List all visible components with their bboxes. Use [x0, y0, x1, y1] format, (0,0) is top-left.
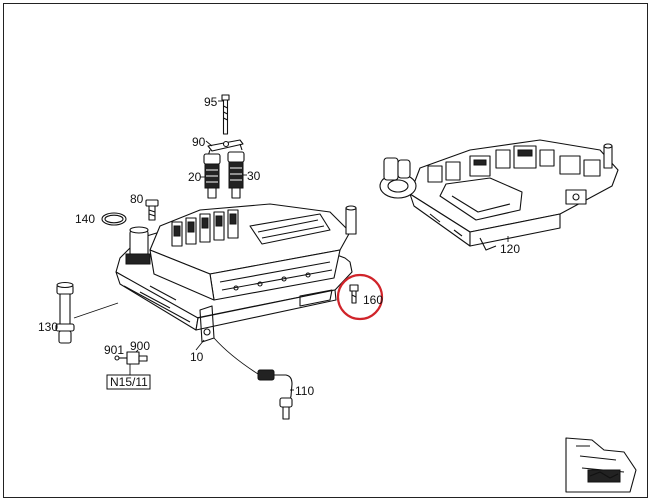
callout-110: 110 [295, 384, 314, 398]
part-30-solenoid[interactable] [227, 151, 245, 199]
part-140-oring[interactable] [101, 212, 127, 226]
part-10-valve-body[interactable] [115, 203, 357, 343]
callout-n1511: N15/11 [110, 375, 148, 389]
callout-901: 901 [104, 343, 124, 357]
part-130-tube[interactable] [55, 281, 75, 344]
callout-120: 120 [500, 242, 520, 256]
callout-90: 90 [192, 135, 206, 149]
part-95-bolt[interactable] [221, 94, 230, 135]
callout-140: 140 [75, 212, 95, 226]
part-120-control-unit[interactable] [379, 139, 619, 251]
callout-30: 30 [247, 169, 261, 183]
highlight-circle [336, 273, 384, 321]
diagram-frame [3, 3, 648, 498]
part-20-solenoid[interactable] [203, 153, 221, 199]
callout-160: 160 [363, 293, 383, 307]
callout-10: 10 [190, 350, 204, 364]
callout-80: 80 [130, 192, 144, 206]
transmission-thumbnail [565, 437, 637, 493]
part-900-sensor[interactable] [114, 351, 148, 365]
callout-900: 900 [130, 339, 150, 353]
callout-130: 130 [38, 320, 58, 334]
part-110-cable-sensor[interactable] [257, 369, 293, 420]
callout-20: 20 [188, 170, 202, 184]
n1511-box [106, 374, 151, 390]
part-80-screw[interactable] [145, 199, 159, 221]
callout-95: 95 [204, 95, 218, 109]
part-160-bolt[interactable] [349, 284, 359, 304]
